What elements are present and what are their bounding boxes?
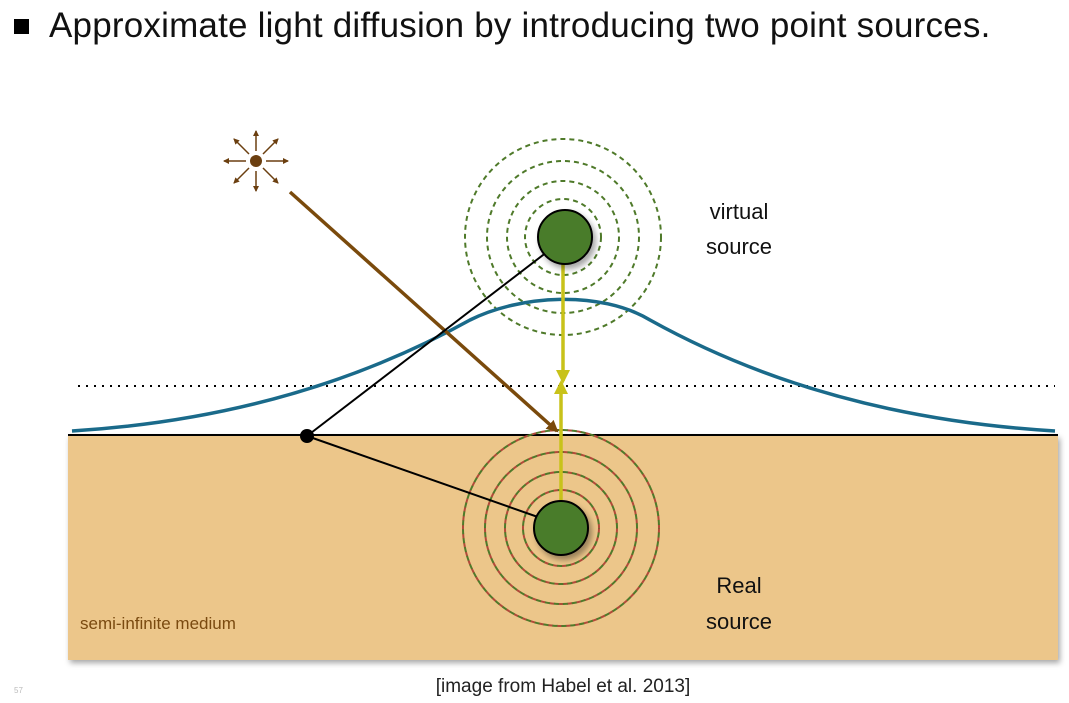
- light-source-icon: [223, 130, 289, 192]
- virtual-source-label-line1: virtual: [710, 199, 769, 224]
- line-to-virtual-source: [306, 241, 561, 437]
- bullet-text: Approximate light diffusion by introduci…: [49, 6, 991, 45]
- slide-number: 57: [14, 686, 23, 695]
- real-source-label-line2: source: [706, 609, 772, 634]
- bullet-square-icon: [14, 18, 29, 34]
- diffusion-profile-curve: [71, 297, 1056, 433]
- bullet-point: Approximate light diffusion by introduci…: [14, 6, 991, 46]
- image-caption: [image from Habel et al. 2013]: [435, 676, 691, 697]
- medium-label: semi-infinite medium: [80, 614, 236, 633]
- incident-light-ray: [288, 190, 559, 433]
- exit-point: [300, 429, 314, 443]
- virtual-source-label-line2: source: [706, 234, 772, 259]
- virtual-source: [537, 209, 593, 265]
- line-to-real-source: [306, 435, 556, 524]
- real-source: [533, 500, 589, 556]
- real-source-label-line1: Real: [716, 573, 761, 598]
